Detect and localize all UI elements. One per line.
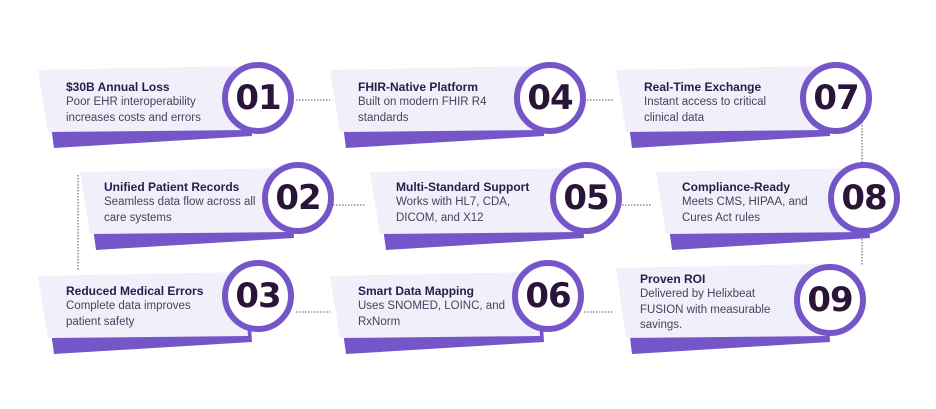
card-background (80, 168, 294, 250)
step-number-badge: 03 (222, 260, 294, 332)
step-title: Real-Time Exchange (644, 80, 762, 94)
card-background (330, 272, 544, 354)
card-background (38, 272, 252, 354)
step-description: Uses SNOMED, LOINC, and RxNorm (358, 300, 505, 328)
step-card-06: Smart Data Mapping Uses SNOMED, LOINC, a… (330, 260, 592, 354)
step-card-07: Real-Time Exchange Instant access to cri… (616, 62, 878, 148)
step-description: Meets CMS, HIPAA, and Cures Act rules (682, 196, 808, 224)
step-number-badge: 01 (222, 62, 294, 134)
step-title: Proven ROI (640, 272, 706, 286)
step-description: Delivered by Helixbeat FUSION with measu… (640, 288, 771, 331)
step-number-badge: 05 (550, 162, 622, 234)
step-number-badge: 08 (828, 162, 900, 234)
step-card-02: Unified Patient Records Seamless data fl… (80, 162, 342, 250)
step-title: FHIR-Native Platform (358, 80, 479, 94)
step-card-01: $30B Annual Loss Poor EHR interoperabili… (38, 62, 300, 148)
step-card-03: Reduced Medical Errors Complete data imp… (38, 260, 300, 354)
card-background (38, 66, 252, 148)
step-description: Seamless data flow across all care syste… (104, 196, 256, 224)
step-number-badge: 02 (262, 162, 334, 234)
card-background (616, 66, 830, 148)
step-title: Unified Patient Records (104, 180, 240, 194)
card-background (330, 66, 544, 148)
step-description: Poor EHR interoperability increases cost… (66, 96, 201, 124)
step-card-05: Multi-Standard Support Works with HL7, C… (370, 162, 632, 250)
step-title: $30B Annual Loss (66, 80, 170, 94)
step-title: Compliance-Ready (682, 180, 791, 194)
card-background (616, 264, 830, 354)
step-description: Built on modern FHIR R4 standards (358, 96, 487, 124)
step-number-badge: 04 (514, 62, 586, 134)
step-card-08: Compliance-Ready Meets CMS, HIPAA, and C… (656, 162, 918, 250)
card-background (370, 168, 584, 250)
step-number-badge: 07 (800, 62, 872, 134)
step-title: Multi-Standard Support (396, 180, 530, 194)
step-card-04: FHIR-Native Platform Built on modern FHI… (330, 62, 592, 148)
step-number-badge: 09 (794, 264, 866, 336)
step-number-badge: 06 (512, 260, 584, 332)
step-description: Instant access to critical clinical data (644, 96, 767, 124)
step-description: Works with HL7, CDA, DICOM, and X12 (396, 196, 511, 224)
step-card-09: Proven ROI Delivered by Helixbeat FUSION… (616, 264, 878, 354)
card-background (656, 168, 870, 250)
step-title: Smart Data Mapping (358, 284, 475, 298)
step-description: Complete data improves patient safety (66, 300, 191, 328)
step-title: Reduced Medical Errors (66, 284, 204, 298)
